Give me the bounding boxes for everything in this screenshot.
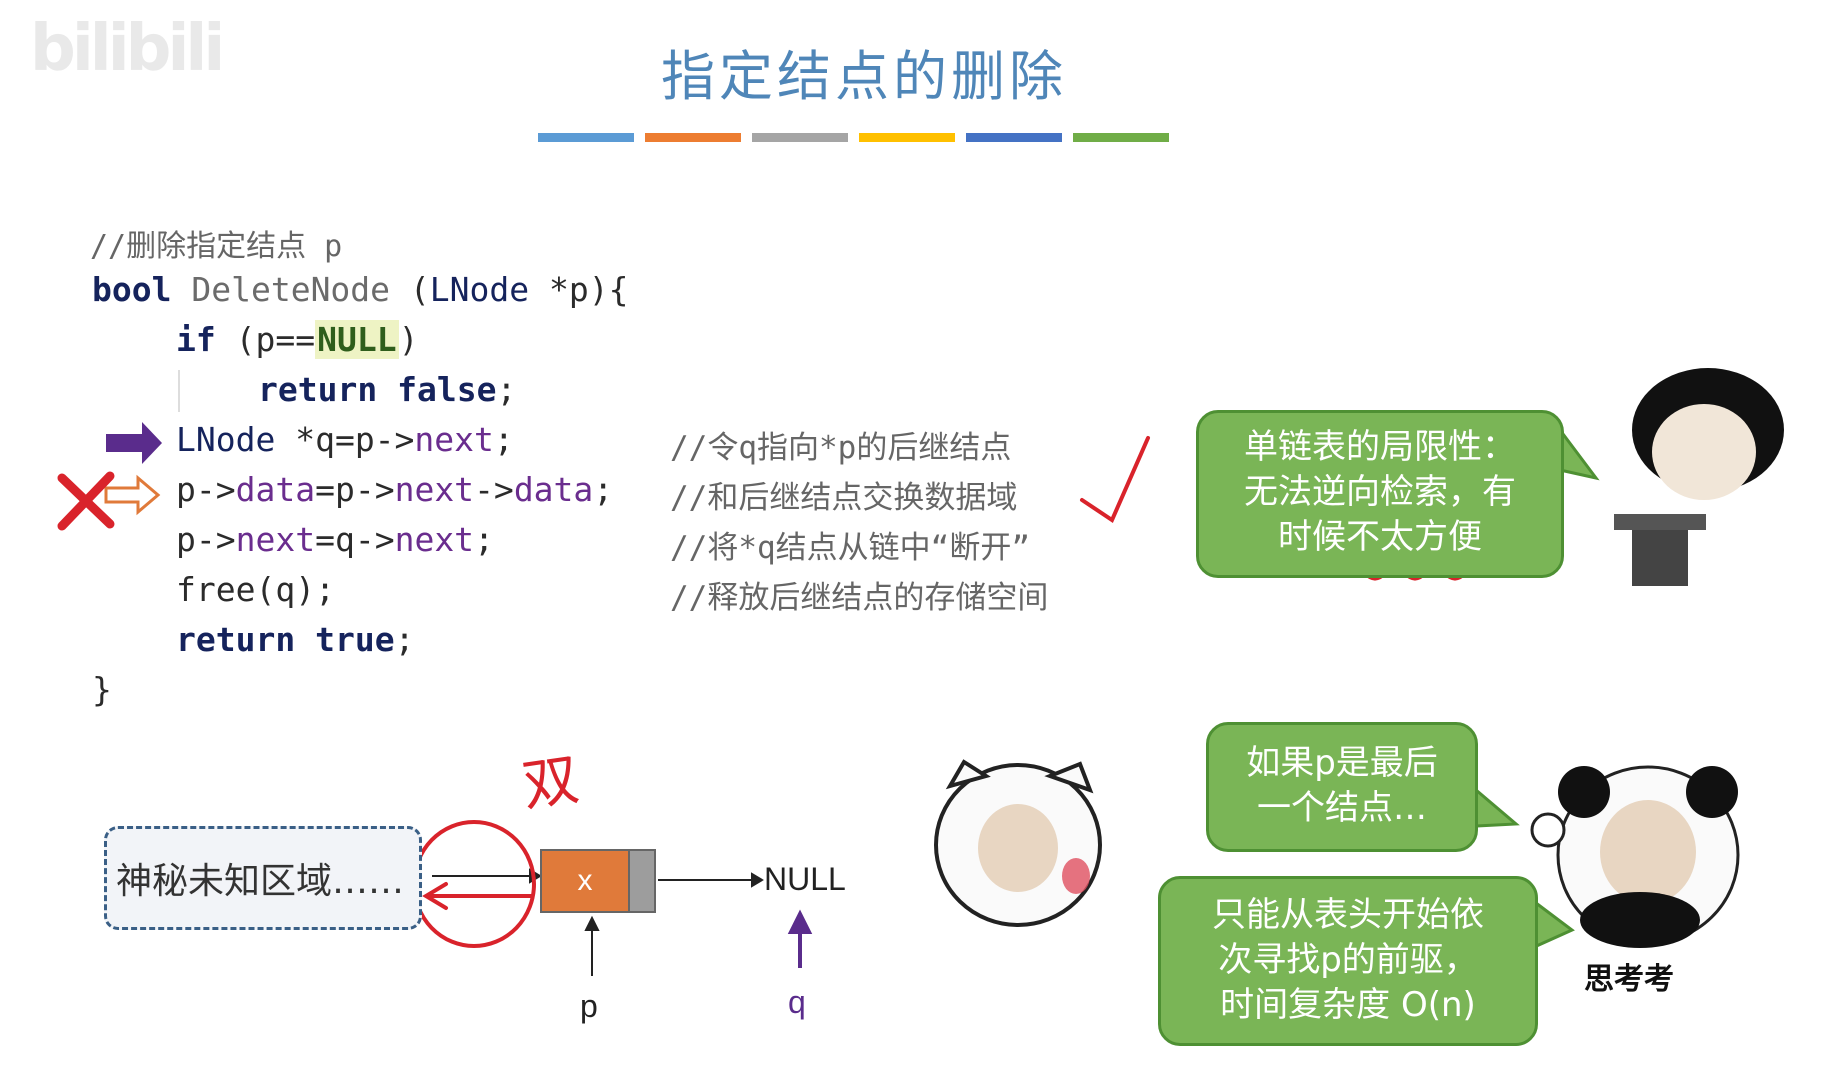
- code-keyword: if: [176, 320, 216, 359]
- code-type: LNode: [176, 420, 276, 459]
- answer-bubble: 只能从表头开始依 次寻找p的前驱， 时间复杂度 O(n): [1158, 876, 1538, 1046]
- code-field: data: [235, 470, 316, 509]
- code-text: ;: [493, 420, 514, 459]
- code-line-return-true: return true;: [176, 620, 414, 659]
- slide-title: 指定结点的删除: [661, 45, 1067, 108]
- code-keyword: return: [258, 370, 378, 409]
- q-pointer-label: q: [788, 984, 806, 1020]
- code-text: =q->: [315, 520, 395, 559]
- bubble-tail: [1558, 425, 1600, 481]
- code-text: *q=p->: [275, 420, 415, 459]
- code-text: ;: [496, 370, 517, 409]
- code-type: LNode: [429, 270, 530, 309]
- code-text: ;: [474, 520, 494, 559]
- code-field: data: [513, 470, 594, 509]
- code-text: ): [398, 320, 419, 359]
- code-field: next: [394, 470, 475, 509]
- bubble-line: 次寻找p的前驱，: [1218, 940, 1478, 980]
- code-field: next: [394, 520, 475, 559]
- handwritten-annotation: 双: [518, 747, 583, 820]
- code-text: =p->: [315, 470, 395, 509]
- code-text: p->: [176, 470, 236, 509]
- p-pointer-arrow: [584, 915, 600, 976]
- unknown-region-box: [104, 826, 422, 930]
- bubble-line: 时间复杂度 O(n): [1220, 985, 1476, 1025]
- code-function-name: DeleteNode: [191, 270, 391, 309]
- bilibili-watermark: bilibili: [30, 12, 225, 86]
- bubble-line: 无法逆向检索，有: [1244, 472, 1516, 512]
- unknown-region-label: 神秘未知区域……: [116, 861, 405, 902]
- code-text: *p){: [529, 270, 629, 309]
- code-keyword: return: [176, 620, 296, 659]
- limitation-bubble: 单链表的局限性： 无法逆向检索，有 时候不太方便: [1196, 410, 1564, 578]
- code-keyword: false: [397, 370, 497, 409]
- red-back-arrow-annotation: [422, 882, 534, 910]
- bubble-tail: [1474, 786, 1520, 828]
- bubble-line: 单链表的局限性：: [1244, 427, 1516, 467]
- node-next-field: [630, 849, 656, 913]
- hollow-arrow-icon: [104, 474, 161, 516]
- code-field: next: [235, 520, 316, 559]
- code-text: (: [390, 270, 430, 309]
- panda-meme-icon: [1530, 765, 1740, 948]
- title-color-bar: [859, 133, 955, 142]
- code-keyword: true: [315, 620, 395, 659]
- code-field: next: [414, 420, 494, 459]
- code-null-highlight: NULL: [315, 320, 399, 359]
- bubble-line: 时候不太方便: [1278, 517, 1482, 557]
- code-text: p->: [176, 520, 236, 559]
- code-comment: //释放后继结点的存储空间: [670, 580, 1049, 616]
- code-text: ->: [474, 470, 514, 509]
- code-comment: //将*q结点从链中“断开”: [670, 530, 1030, 566]
- bubble-line: 一个结点…: [1257, 788, 1427, 828]
- indent-guide: [178, 370, 180, 412]
- code-comment: //和后继结点交换数据域: [670, 480, 1018, 516]
- bubble-line: 如果p是最后: [1246, 743, 1438, 783]
- node-data-field: x: [540, 849, 630, 913]
- title-color-bar: [538, 133, 634, 142]
- bobo-head-meme-icon: [1614, 368, 1784, 586]
- arrow-to-node: [432, 868, 542, 884]
- meme-caption: 思考考: [1584, 962, 1674, 997]
- title-color-bar: [752, 133, 848, 142]
- q-pointer-arrow: [787, 909, 813, 968]
- bubble-line: 只能从表头开始依: [1212, 895, 1484, 935]
- cat-meme-icon: [934, 759, 1102, 927]
- title-color-bar: [1073, 133, 1169, 142]
- question-bubble: 如果p是最后 一个结点…: [1206, 722, 1478, 852]
- p-pointer-label: p: [580, 988, 598, 1024]
- code-keyword: bool: [92, 270, 172, 309]
- red-circle-annotation: [412, 820, 536, 948]
- code-line-close: }: [92, 670, 112, 709]
- code-line-unlink: p->next=q->next;: [176, 520, 494, 559]
- code-line-if: if (p==NULL): [176, 320, 418, 359]
- code-text: ;: [394, 620, 415, 659]
- current-line-arrow-icon: [106, 422, 162, 464]
- code-header-comment: //删除指定结点 p: [90, 229, 343, 264]
- title-color-bar: [966, 133, 1062, 142]
- red-checkmark-icon: [1080, 436, 1150, 523]
- title-color-bar: [645, 133, 741, 142]
- code-line-return-false: return false;: [258, 370, 516, 409]
- code-line-free: free(q);: [176, 570, 335, 609]
- bubble-tail: [1530, 897, 1575, 951]
- code-line-swap-data: p->data=p->next->data;: [176, 470, 613, 509]
- code-line-assign-q: LNode *q=p->next;: [176, 420, 514, 459]
- code-text: (p==: [215, 320, 316, 359]
- arrow-to-null: [658, 872, 764, 888]
- red-cross-icon: [57, 471, 115, 531]
- code-line-signature: bool DeleteNode (LNode *p){: [92, 270, 628, 309]
- code-text: ;: [593, 470, 614, 509]
- null-label: NULL: [764, 861, 846, 897]
- code-comment: //令q指向*p的后继结点: [670, 430, 1012, 466]
